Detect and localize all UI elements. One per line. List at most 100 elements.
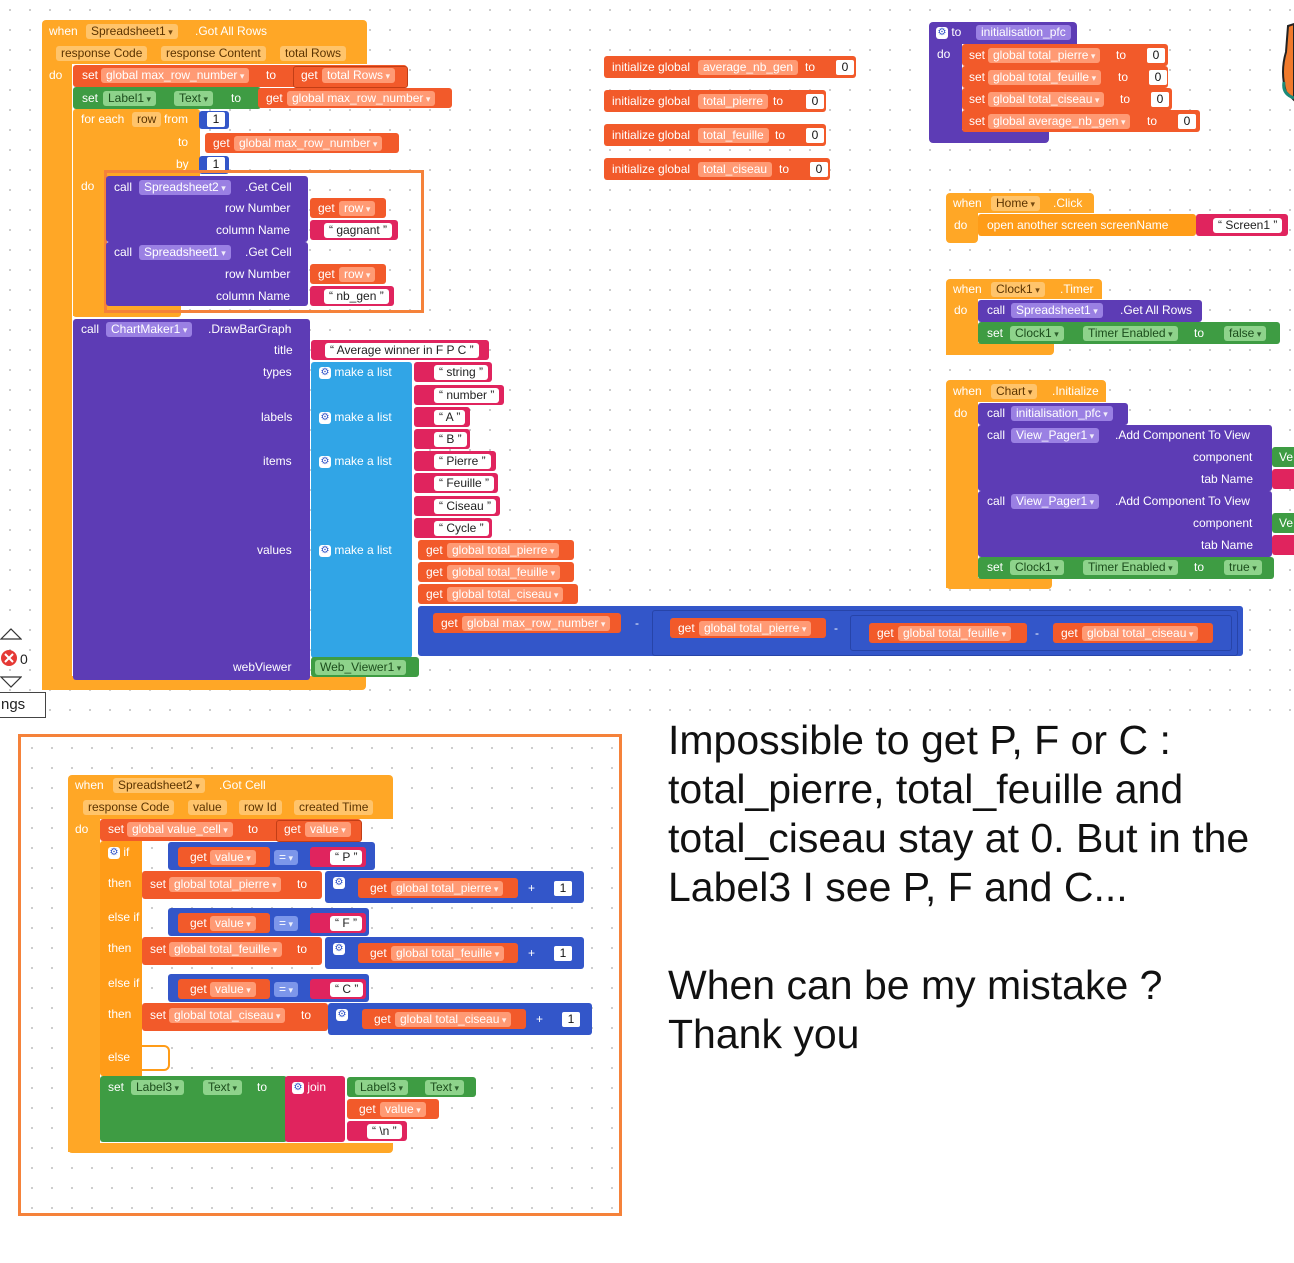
text-gagnant[interactable]: “ gagnant ” — [324, 223, 393, 238]
equals-dropdown[interactable]: = — [274, 916, 299, 931]
number-1[interactable]: 1 — [562, 1012, 580, 1027]
variable-dropdown[interactable]: global total_feuille — [169, 942, 283, 957]
number-1[interactable]: 1 — [207, 157, 225, 172]
variable-dropdown[interactable]: global total_pierre — [988, 48, 1101, 63]
get-total-ciseau[interactable]: global total_ciseau — [1082, 626, 1199, 641]
get-value-dropdown[interactable]: value — [210, 850, 256, 865]
procedure-dropdown[interactable]: initialisation_pfc — [1011, 406, 1113, 421]
init-var-name[interactable]: total_pierre — [698, 94, 769, 109]
get-row-dropdown[interactable]: row — [339, 201, 376, 216]
param-total-rows[interactable]: total Rows — [280, 46, 347, 61]
text-nb-gen[interactable]: “ nb_gen ” — [324, 289, 389, 304]
text-ciseau[interactable]: “ Ciseau ” — [434, 499, 497, 514]
variable-dropdown[interactable]: global max_row_number — [287, 91, 436, 106]
text-pierre[interactable]: “ Pierre ” — [434, 454, 491, 469]
number-1[interactable]: 1 — [554, 881, 572, 896]
warnings-toggle-button[interactable] — [0, 692, 46, 718]
text-chart-title[interactable]: “ Average winner in F P C ” — [325, 343, 479, 358]
gear-icon[interactable]: ⚙ — [336, 1009, 348, 1021]
get-total-ciseau[interactable]: global total_ciseau — [447, 587, 564, 602]
home-dropdown[interactable]: Home — [991, 196, 1041, 211]
text-string[interactable]: “ string ” — [434, 365, 489, 380]
init-value[interactable]: 0 — [836, 60, 854, 75]
text-property-dropdown[interactable]: Text — [203, 1080, 243, 1095]
get-value-dropdown[interactable]: value — [380, 1102, 426, 1117]
spreadsheet2-dropdown[interactable]: Spreadsheet2 — [139, 180, 231, 195]
clock-dropdown[interactable]: Clock1 — [991, 282, 1045, 297]
param-row-id[interactable]: row Id — [239, 800, 282, 815]
init-value[interactable]: 0 — [806, 128, 824, 143]
backpack-icon[interactable] — [1276, 22, 1294, 102]
get-total-pierre[interactable]: global total_pierre — [447, 543, 560, 558]
text-label-a[interactable]: “ A ” — [434, 410, 466, 425]
loop-variable[interactable]: row — [132, 112, 162, 127]
open-screen-block[interactable] — [978, 214, 1196, 236]
number-1[interactable]: 1 — [554, 946, 572, 961]
make-list-column[interactable] — [311, 362, 412, 658]
text-property-dropdown[interactable]: Text — [425, 1080, 465, 1095]
variable-dropdown[interactable]: global max_row_number — [101, 68, 250, 83]
text-cycle[interactable]: “ Cycle ” — [434, 521, 489, 536]
boolean-false-dropdown[interactable]: false — [1224, 326, 1267, 341]
variable-dropdown[interactable]: global total_ciseau — [169, 1008, 286, 1023]
chevron-down-icon[interactable] — [0, 676, 22, 688]
variable-dropdown[interactable]: global max_row_number — [234, 136, 383, 151]
label3-dropdown[interactable]: Label3 — [131, 1080, 185, 1095]
timer-enabled-dropdown[interactable]: Timer Enabled — [1083, 326, 1178, 341]
draw-bar-graph-block[interactable] — [73, 319, 310, 680]
gear-icon[interactable]: ⚙ — [333, 877, 345, 889]
number-0[interactable]: 0 — [1151, 92, 1169, 107]
equals-dropdown[interactable]: = — [274, 850, 299, 865]
param-response-code[interactable]: response Code — [56, 46, 148, 61]
get-value-dropdown[interactable]: value — [305, 822, 351, 837]
get-value-dropdown[interactable]: value — [210, 916, 256, 931]
gear-icon[interactable]: ⚙ — [319, 455, 331, 468]
get-total-feuille[interactable]: global total_feuille — [898, 626, 1012, 641]
text-property-dropdown[interactable]: Text — [174, 91, 214, 106]
get-row-dropdown[interactable]: row — [339, 267, 376, 282]
get-total-pierre[interactable]: global total_pierre — [699, 621, 812, 636]
init-value[interactable]: 0 — [806, 94, 824, 109]
error-icon[interactable] — [0, 648, 20, 668]
component-dropdown[interactable]: Spreadsheet1 — [86, 24, 178, 39]
get-total-feuille[interactable]: global total_feuille — [391, 946, 505, 961]
variable-dropdown[interactable]: global average_nb_gen — [988, 114, 1131, 129]
init-var-name[interactable]: total_feuille — [698, 128, 769, 143]
component-value-clipped[interactable]: Ve — [1279, 450, 1294, 464]
gear-icon[interactable]: ⚙ — [319, 544, 331, 557]
gear-icon[interactable]: ⚙ — [292, 1081, 304, 1094]
label3-dropdown[interactable]: Label3 — [355, 1080, 409, 1095]
get-total-ciseau[interactable]: global total_ciseau — [395, 1012, 512, 1027]
get-max-row[interactable]: global max_row_number — [462, 616, 611, 631]
view-pager-dropdown[interactable]: View_Pager1 — [1011, 494, 1100, 509]
component-value-clipped[interactable]: Ve — [1279, 516, 1294, 530]
equals-dropdown[interactable]: = — [274, 982, 299, 997]
text-p[interactable]: “ P ” — [330, 850, 363, 865]
get-total-feuille[interactable]: global total_feuille — [447, 565, 561, 580]
procedure-name[interactable]: initialisation_pfc — [976, 25, 1071, 40]
get-total-rows-dropdown[interactable]: total Rows — [322, 68, 396, 83]
param-response-code[interactable]: response Code — [83, 800, 175, 815]
spreadsheet1-dropdown[interactable]: Spreadsheet1 — [1011, 303, 1103, 318]
spreadsheet1-dropdown[interactable]: Spreadsheet1 — [139, 245, 231, 260]
variable-dropdown[interactable]: global total_ciseau — [988, 92, 1105, 107]
if-else-block[interactable] — [100, 841, 142, 1076]
clock-dropdown[interactable]: Clock1 — [1010, 560, 1064, 575]
gear-icon[interactable]: ⚙ — [108, 846, 120, 859]
chevron-up-icon[interactable] — [0, 628, 22, 640]
param-created-time[interactable]: created Time — [294, 800, 374, 815]
text-screen1[interactable]: “ Screen1 ” — [1213, 218, 1283, 233]
variable-dropdown[interactable]: global value_cell — [127, 822, 233, 837]
clock-dropdown[interactable]: Clock1 — [1010, 326, 1064, 341]
spreadsheet2-dropdown[interactable]: Spreadsheet2 — [113, 778, 205, 793]
variable-dropdown[interactable]: global total_pierre — [169, 877, 282, 892]
number-0[interactable]: 0 — [1149, 70, 1167, 85]
text-newline[interactable]: “ \n ” — [367, 1124, 402, 1139]
number-0[interactable]: 0 — [1147, 48, 1165, 63]
param-response-content[interactable]: response Content — [161, 46, 266, 61]
gear-icon[interactable]: ⚙ — [319, 366, 331, 379]
number-1[interactable]: 1 — [207, 112, 225, 127]
timer-enabled-dropdown[interactable]: Timer Enabled — [1083, 560, 1178, 575]
init-value[interactable]: 0 — [810, 162, 828, 177]
gear-icon[interactable]: ⚙ — [936, 26, 948, 39]
